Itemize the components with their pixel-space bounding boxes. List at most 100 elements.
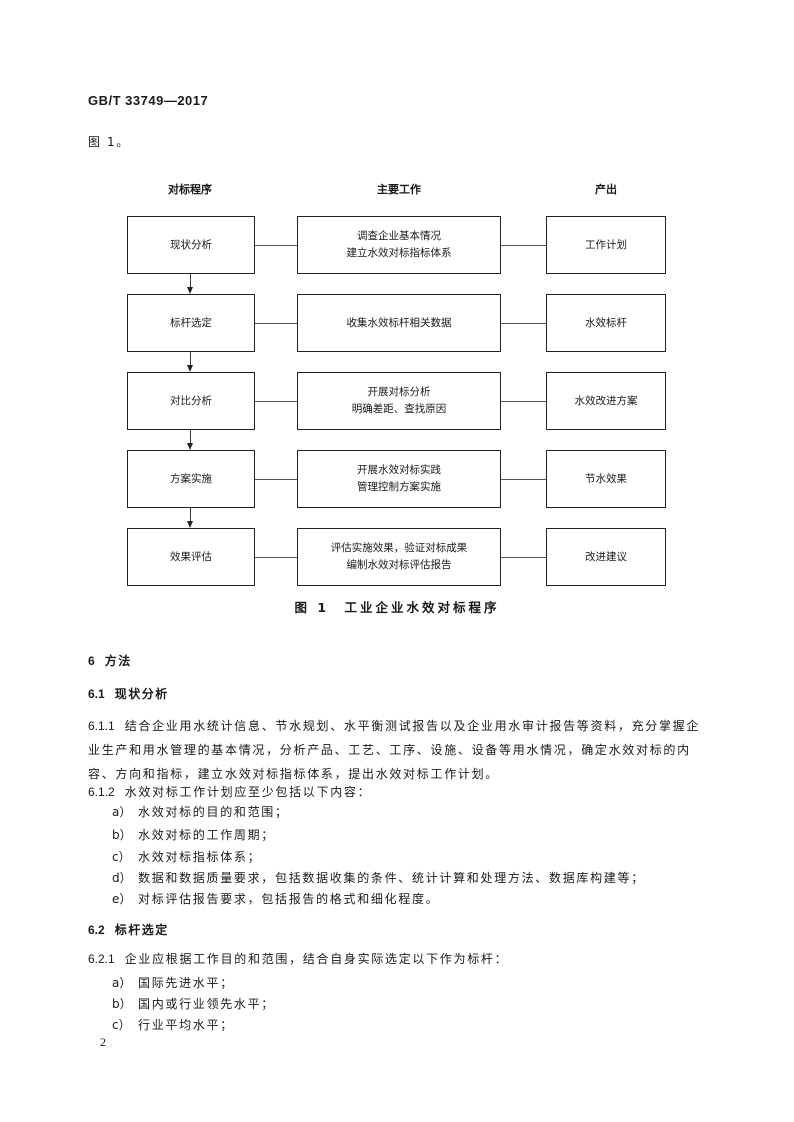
arrow-down-icon (187, 521, 193, 528)
step-label: 标杆选定 (170, 316, 212, 329)
section-title: 标杆选定 (114, 923, 169, 937)
connector-line (501, 323, 546, 324)
work-box: 开展对标分析明确差距、查找原因 (297, 372, 501, 430)
work-box: 评估实施效果，验证对标成果编制水效对标评估报告 (297, 528, 501, 586)
output-label: 节水效果 (585, 472, 627, 485)
section-6-1-heading: 6.1 现状分析 (88, 685, 169, 702)
connector-line (255, 323, 297, 324)
standard-header: GB/T 33749—2017 (88, 93, 209, 108)
list-text: 国内或行业领先水平； (138, 997, 276, 1011)
list-marker: b） (112, 997, 132, 1011)
work-box: 收集水效标杆相关数据 (297, 294, 501, 352)
work-line: 评估实施效果，验证对标成果 (330, 542, 468, 554)
arrow-down-icon (187, 287, 193, 294)
clause-text: 企业应根据工作目的和范围，结合自身实际选定以下作为标杆： (124, 952, 509, 966)
list-text: 水效对标的目的和范围； (138, 805, 289, 819)
column-header-work: 主要工作 (377, 183, 421, 196)
connector-line (255, 245, 297, 246)
output-box: 改进建议 (546, 528, 666, 586)
flow-line (190, 430, 191, 443)
output-label: 水效标杆 (585, 316, 627, 329)
list-marker: c） (112, 1018, 131, 1032)
flow-line (190, 352, 191, 365)
output-label: 工作计划 (585, 238, 627, 251)
work-line: 开展对标分析 (367, 386, 431, 398)
list-text: 行业平均水平； (138, 1018, 234, 1032)
section-title: 现状分析 (114, 687, 169, 701)
clause-number: 6.1.1 (88, 719, 115, 733)
connector-line (255, 479, 297, 480)
flow-line (190, 508, 191, 521)
list-item: c） 行业平均水平； (112, 1016, 234, 1033)
column-header-output: 产出 (595, 183, 617, 196)
work-line: 开展水效对标实践 (357, 464, 441, 476)
list-item: b） 水效对标的工作周期； (112, 826, 275, 843)
connector-line (255, 401, 297, 402)
output-box: 工作计划 (546, 216, 666, 274)
section-number: 6.1 (88, 687, 105, 701)
clause-number: 6.2.1 (88, 952, 115, 966)
column-header-step: 对标程序 (168, 183, 212, 196)
clause-text: 水效对标工作计划应至少包括以下内容： (124, 785, 372, 799)
work-line: 明确差距、查找原因 (351, 403, 447, 415)
arrow-down-icon (187, 365, 193, 372)
connector-line (255, 557, 297, 558)
step-label: 现状分析 (170, 238, 212, 251)
list-marker: a） (112, 976, 132, 990)
step-box: 现状分析 (127, 216, 255, 274)
connector-line (501, 245, 546, 246)
list-text: 水效对标指标体系； (138, 850, 262, 864)
output-box: 水效标杆 (546, 294, 666, 352)
list-item: c） 水效对标指标体系； (112, 848, 261, 865)
step-box: 对比分析 (127, 372, 255, 430)
work-box: 调查企业基本情况建立水效对标指标体系 (297, 216, 501, 274)
list-item: d） 数据和数据质量要求，包括数据收集的条件、统计计算和处理方法、数据库构建等； (112, 869, 645, 886)
list-marker: e） (112, 892, 132, 906)
output-box: 节水效果 (546, 450, 666, 508)
work-line: 收集水效标杆相关数据 (346, 316, 452, 329)
step-label: 方案实施 (170, 472, 212, 485)
arrow-down-icon (187, 443, 193, 450)
section-number: 6.2 (88, 923, 105, 937)
list-item: a） 水效对标的目的和范围； (112, 803, 289, 820)
connector-line (501, 557, 546, 558)
connector-line (501, 401, 546, 402)
output-box: 水效改进方案 (546, 372, 666, 430)
intro-text: 图 1。 (88, 135, 130, 149)
step-box: 标杆选定 (127, 294, 255, 352)
work-box: 开展水效对标实践管理控制方案实施 (297, 450, 501, 508)
list-item: a）国际先进水平； (112, 974, 234, 991)
connector-line (501, 479, 546, 480)
work-line: 管理控制方案实施 (357, 481, 441, 493)
section-title: 方法 (104, 654, 132, 668)
list-item: b） 国内或行业领先水平； (112, 995, 275, 1012)
list-marker: b） (112, 828, 132, 842)
list-item: e） 对标评估报告要求，包括报告的格式和细化程度。 (112, 890, 439, 907)
work-line: 编制水效对标评估报告 (346, 559, 452, 571)
work-line: 调查企业基本情况 (357, 230, 441, 242)
step-label: 效果评估 (170, 550, 212, 563)
page-number: 2 (100, 1035, 106, 1049)
figure-caption: 图 1 工业企业水效对标程序 (294, 600, 500, 615)
flow-line (190, 274, 191, 287)
step-box: 方案实施 (127, 450, 255, 508)
list-marker: c） (112, 850, 131, 864)
section-6-2-heading: 6.2 标杆选定 (88, 921, 169, 938)
paragraph-6-2-1: 6.2.1 企业应根据工作目的和范围，结合自身实际选定以下作为标杆： (88, 947, 710, 971)
list-text: 水效对标的工作周期； (138, 828, 276, 842)
clause-number: 6.1.2 (88, 785, 115, 799)
step-box: 效果评估 (127, 528, 255, 586)
paragraph-6-1-2: 6.1.2 水效对标工作计划应至少包括以下内容： (88, 780, 710, 804)
section-number: 6 (88, 654, 95, 668)
output-label: 水效改进方案 (574, 394, 638, 407)
section-6-heading: 6 方法 (88, 652, 132, 669)
step-label: 对比分析 (170, 394, 212, 407)
list-marker: d） (112, 871, 132, 885)
list-text: 数据和数据质量要求，包括数据收集的条件、统计计算和处理方法、数据库构建等； (138, 871, 645, 885)
list-text: 对标评估报告要求，包括报告的格式和细化程度。 (138, 892, 440, 906)
list-marker: a） (112, 805, 132, 819)
output-label: 改进建议 (585, 550, 627, 563)
work-line: 建立水效对标指标体系 (346, 247, 452, 259)
clause-text: 结合企业用水统计信息、节水规划、水平衡测试报告以及企业用水审计报告等资料，充分掌… (88, 719, 701, 781)
